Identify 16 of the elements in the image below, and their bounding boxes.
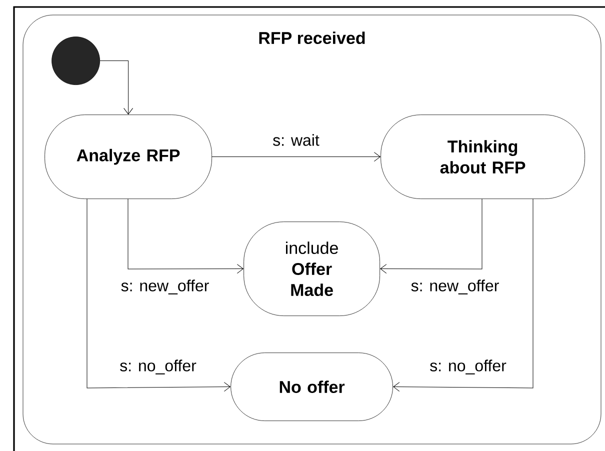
arrow <box>86 198 230 392</box>
arrow <box>212 152 380 162</box>
state-box: Thinking about RFP <box>380 114 585 199</box>
arrow <box>393 198 534 392</box>
arrow <box>100 60 134 114</box>
edge-label: s: no_offer <box>428 358 508 376</box>
initial-state-dot <box>52 36 100 85</box>
arrow <box>380 198 482 274</box>
state-box: Analyze RFP <box>44 114 212 199</box>
state-box: No offer <box>230 352 393 421</box>
edge-label: s: new_offer <box>410 278 500 296</box>
arrow <box>128 198 244 274</box>
edge-label: s: new_offer <box>120 278 210 296</box>
edge-label: s: no_offer <box>118 358 198 376</box>
state-box: include Offer Made <box>244 222 380 316</box>
edge-label: s: wait <box>272 133 320 147</box>
